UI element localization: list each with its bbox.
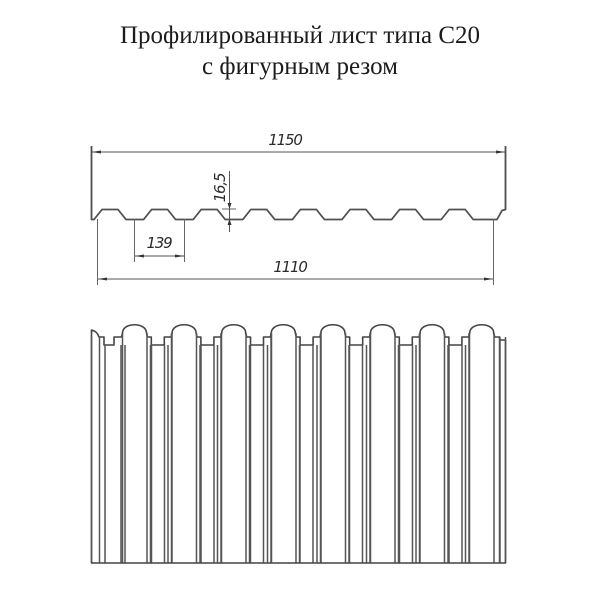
profile-outline [90,146,507,221]
height-arrow-top [227,203,232,209]
drawing-title-line-2: с фигурным резом [202,53,398,80]
drawing-title-line-1: Профилированный лист типа С20 [119,22,481,49]
pitch-label: 139 [146,234,172,252]
useful-width-label: 1110 [273,258,307,276]
overall-width-label: 1150 [268,131,302,149]
height-arrow-bottom [227,219,232,225]
sheet-rib-lines [90,333,507,563]
profile-section: 1150 16,5 139 1110 [90,131,507,285]
height-label: 16,5 [211,173,229,202]
figured-cut-edge [90,323,507,563]
sheet-front-view [90,323,507,564]
